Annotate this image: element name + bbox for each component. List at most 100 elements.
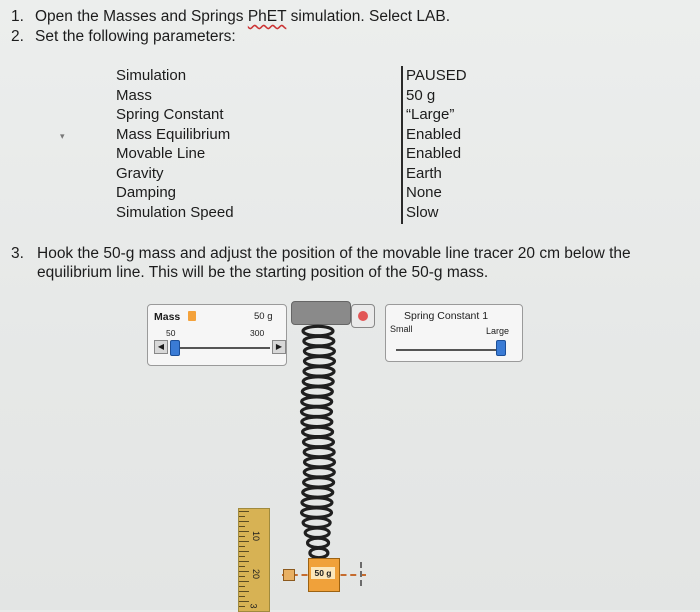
spring-loop: [302, 344, 336, 358]
ruler-tick: [239, 511, 249, 512]
spring-large-label: Large: [486, 326, 510, 336]
spring-loop: [301, 324, 335, 338]
spring-loop: [300, 425, 335, 439]
phet-link: PhET: [247, 8, 287, 25]
spring-loop: [308, 546, 330, 560]
spring-loop: [302, 465, 336, 479]
mass-value: 50 g: [254, 311, 273, 322]
ruler-tick: [239, 571, 249, 572]
step-text: Hook the 50-g mass and adjust the positi…: [37, 245, 631, 281]
spring-loop: [302, 365, 336, 378]
parameter-label: Simulation Speed: [116, 203, 234, 221]
mass-min-label: 50: [166, 328, 176, 338]
mass-max-label: 300: [250, 328, 265, 338]
ruler-label: 10: [251, 530, 262, 542]
ruler-tick: [239, 521, 249, 522]
ruler-tick: [239, 556, 245, 557]
step-text: Set the following parameters:: [35, 28, 236, 45]
spring-loop: [302, 455, 337, 469]
spring-loop: [302, 334, 336, 348]
ruler-tick: [239, 601, 249, 602]
spring-loop: [300, 415, 334, 429]
stop-icon: [358, 311, 368, 321]
ruler-tick: [239, 546, 245, 547]
ruler-tick: [239, 566, 245, 567]
ruler-tick: [239, 516, 245, 517]
mass-equilibrium-line: [360, 562, 363, 586]
left-arrow-icon[interactable]: ◀: [154, 340, 168, 354]
ruler[interactable]: 10 20 3: [238, 508, 270, 612]
parameter-value: Earth: [406, 164, 442, 182]
ruler-tick: [239, 576, 245, 577]
parameter-value: PAUSED: [406, 67, 467, 84]
spring-slider-track[interactable]: [396, 349, 506, 351]
spring-loop: [301, 435, 336, 449]
ruler-tick: [239, 536, 245, 537]
parameter-value: None: [406, 184, 442, 201]
ruler-label: 3: [248, 603, 259, 609]
step-number: 3.: [11, 245, 24, 262]
hanging-mass[interactable]: 50 g: [308, 558, 340, 592]
spring-constant-title: Spring Constant 1: [404, 310, 489, 322]
mass-title: Mass: [154, 311, 181, 323]
spring-loop: [299, 405, 334, 419]
spring-loop: [305, 536, 331, 550]
ruler-tick: [239, 531, 249, 532]
parameter-labels: Simulation Mass Spring Constant Mass Equ…: [116, 66, 234, 222]
spring-small-label: Small: [390, 324, 413, 334]
spring-hanger: [291, 301, 351, 325]
parameter-label: Spring Constant: [116, 106, 224, 123]
ruler-tick: [239, 581, 249, 582]
spring-constant-panel: Spring Constant 1 Small Large: [385, 304, 523, 362]
stop-button[interactable]: [351, 304, 375, 328]
spring-loop: [300, 496, 334, 509]
ruler-label: 20: [251, 568, 262, 580]
parameter-values: PAUSED 50 g “Large” Enabled Enabled Eart…: [406, 66, 467, 222]
spring-slider-thumb[interactable]: [496, 340, 506, 356]
step-number: 1.: [11, 8, 24, 25]
parameter-value: Enabled: [406, 145, 462, 162]
ruler-tick: [239, 606, 245, 607]
stray-mark: ▾: [60, 131, 65, 141]
ruler-tick: [239, 561, 249, 562]
parameter-value: Enabled: [406, 125, 462, 143]
spring-loop: [302, 476, 336, 489]
step-text-part: Open the Masses and Springs: [35, 8, 248, 25]
spring-loop: [301, 486, 335, 499]
simulation-screenshot: Mass 50 g 50 300 ◀ ▶ Spring Constant 1 S…: [0, 296, 700, 612]
step-text: Open the Masses and Springs PhET simulat…: [35, 7, 450, 26]
ruler-tick: [239, 596, 245, 597]
parameter-value: “Large”: [406, 106, 455, 123]
parameter-label: Simulation: [116, 67, 187, 84]
spring-loop: [299, 506, 334, 519]
parameter-label: Movable Line: [116, 145, 206, 162]
hanging-mass-label: 50 g: [311, 567, 335, 579]
parameter-label: Gravity: [116, 164, 164, 182]
parameter-label: Mass Equilibrium: [116, 125, 231, 143]
step-text-part: simulation. Select LAB.: [286, 8, 451, 25]
right-arrow-icon[interactable]: ▶: [272, 340, 286, 354]
spring-loop: [300, 395, 334, 408]
spring-loop: [301, 516, 332, 530]
step-number: 2.: [11, 28, 24, 45]
ruler-tick: [239, 526, 245, 527]
ruler-tick: [239, 591, 249, 592]
spring-loop: [303, 526, 331, 540]
mass-control-panel: Mass 50 g 50 300 ◀ ▶: [147, 304, 287, 366]
column-divider: [401, 66, 403, 224]
mass-slider-thumb[interactable]: [170, 340, 180, 356]
ruler-tick: [239, 586, 245, 587]
tracer-handle[interactable]: [283, 569, 295, 581]
ruler-tick: [239, 541, 249, 542]
parameter-label: Mass: [116, 86, 152, 104]
parameter-value: Slow: [406, 203, 439, 221]
spring-loop: [301, 375, 335, 388]
mass-block-icon: [188, 311, 196, 321]
spring-loop: [302, 354, 337, 368]
ruler-tick: [239, 551, 249, 552]
spring-coil: [299, 324, 337, 560]
spring-loop: [302, 445, 336, 459]
mass-slider-track[interactable]: [170, 347, 270, 349]
parameter-value: 50 g: [406, 86, 436, 104]
